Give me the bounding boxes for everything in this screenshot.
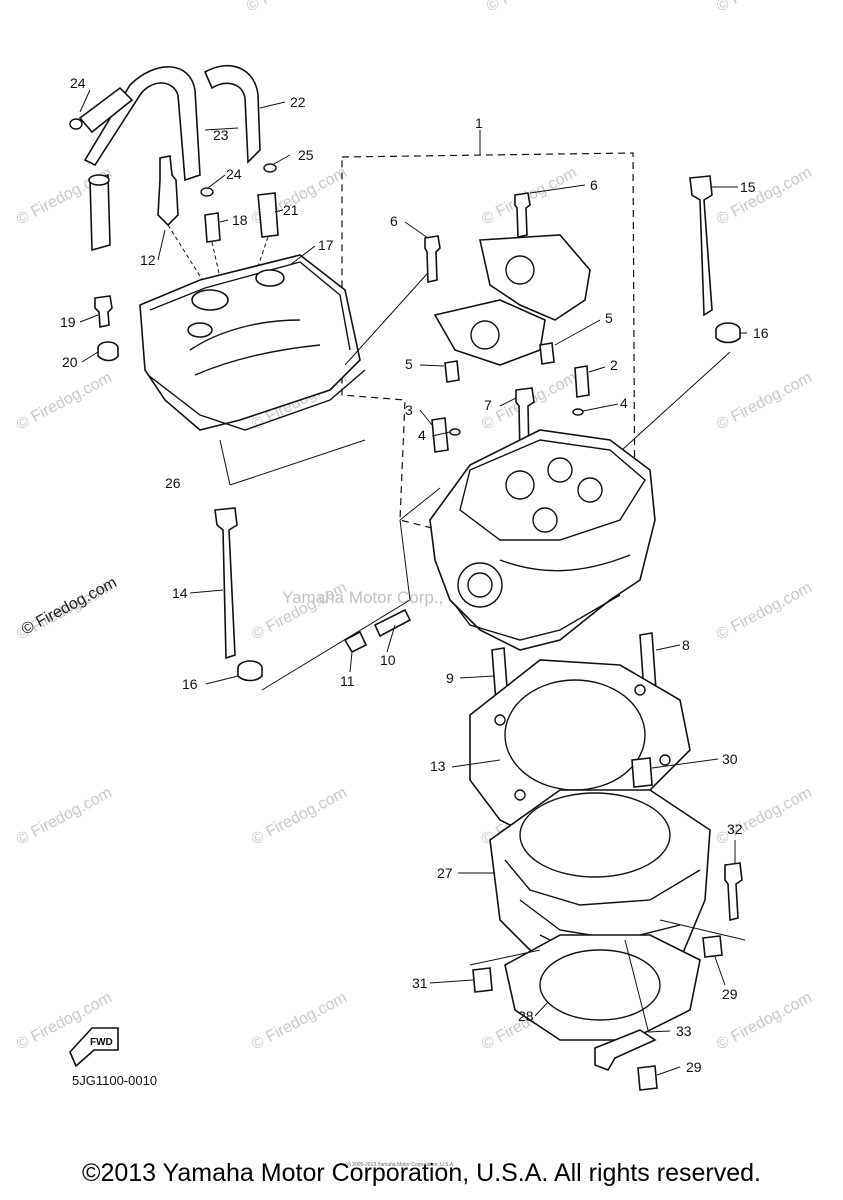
callout-label: 5 [405,356,413,372]
watermark: © Firedog.com [14,784,115,848]
callout-label: 29 [686,1059,702,1075]
callout-label: 14 [172,585,188,601]
watermark: © Firedog.com [714,0,815,16]
assembly-outline [341,152,636,556]
callout-label: 24 [226,166,242,182]
watermark: © Firedog.com [249,989,350,1053]
callout-label: 12 [140,252,156,268]
callout-label: 4 [620,395,628,411]
callout-label: 6 [390,213,398,229]
callout-label: 10 [380,652,396,668]
leader-lines [79,89,747,1076]
watermark: © Firedog.com [14,369,115,433]
watermark: © Firedog.com [19,574,120,638]
watermark: © Firedog.com [714,784,815,848]
watermark: © Firedog.com [249,784,350,848]
base-gasket [469,934,701,1041]
callout-label: 24 [70,75,86,91]
callouts: 1 2 3 4 4 5 5 6 6 7 8 9 10 11 12 13 14 1… [60,75,769,1075]
callout-label: 27 [437,865,453,881]
callout-label: 18 [232,212,248,228]
callout-label: 29 [722,986,738,1002]
callout-label: 22 [290,94,306,110]
callout-label: 31 [412,975,428,991]
callout-label: 1 [475,115,483,131]
callout-label: 7 [484,397,492,413]
callout-label: 19 [60,314,76,330]
fwd-arrow-icon: FWD [69,1027,119,1068]
callout-label: 17 [318,237,334,253]
breather-hoses [69,64,277,252]
watermark: © Firedog.com [244,0,345,16]
watermark: © Firedog.com [714,579,815,643]
fasteners-lower [472,862,743,1091]
callout-label: 25 [298,147,314,163]
callout-label: 3 [405,402,413,418]
copyright-notice: ©2013 Yamaha Motor Corporation, U.S.A. A… [82,1159,761,1187]
callout-label: 21 [283,202,299,218]
callout-label: 16 [182,676,198,692]
drawing-code: 5JG1100-0010 [72,1073,157,1088]
callout-label: 26 [165,475,181,491]
fwd-label: FWD [90,1037,113,1048]
callout-label: 5 [605,310,613,326]
studs-and-dowels [343,608,657,703]
callout-label: 4 [418,427,426,443]
callout-label: 20 [62,354,78,370]
callout-label: 23 [213,127,229,143]
callout-label: 13 [430,758,446,774]
watermark: © Firedog.com [714,164,815,228]
callout-label: 28 [518,1008,534,1024]
callout-label: 16 [753,325,769,341]
callout-label: 8 [682,637,690,653]
callout-label: 6 [590,177,598,193]
callout-label: 2 [610,357,618,373]
fine-print: (c) 2005-2013 Yamaha Motor Corporation, … [345,1162,455,1168]
watermark: © Firedog.com [484,0,585,16]
cylinder [489,789,746,976]
callout-label: 32 [727,821,743,837]
watermark-center: Yamaha Motor Corp., U.S.A. [282,588,497,607]
watermark: © Firedog.com [714,369,815,433]
callout-label: 15 [740,179,756,195]
callout-label: 30 [722,751,738,767]
bolt-washer-19-20 [94,295,119,362]
head-bolt-14 [214,487,441,691]
callout-label: 9 [446,670,454,686]
callout-label: 33 [676,1023,692,1039]
cylinder-head [429,429,656,651]
callout-label: 11 [340,673,355,689]
valve-cover [139,254,436,486]
